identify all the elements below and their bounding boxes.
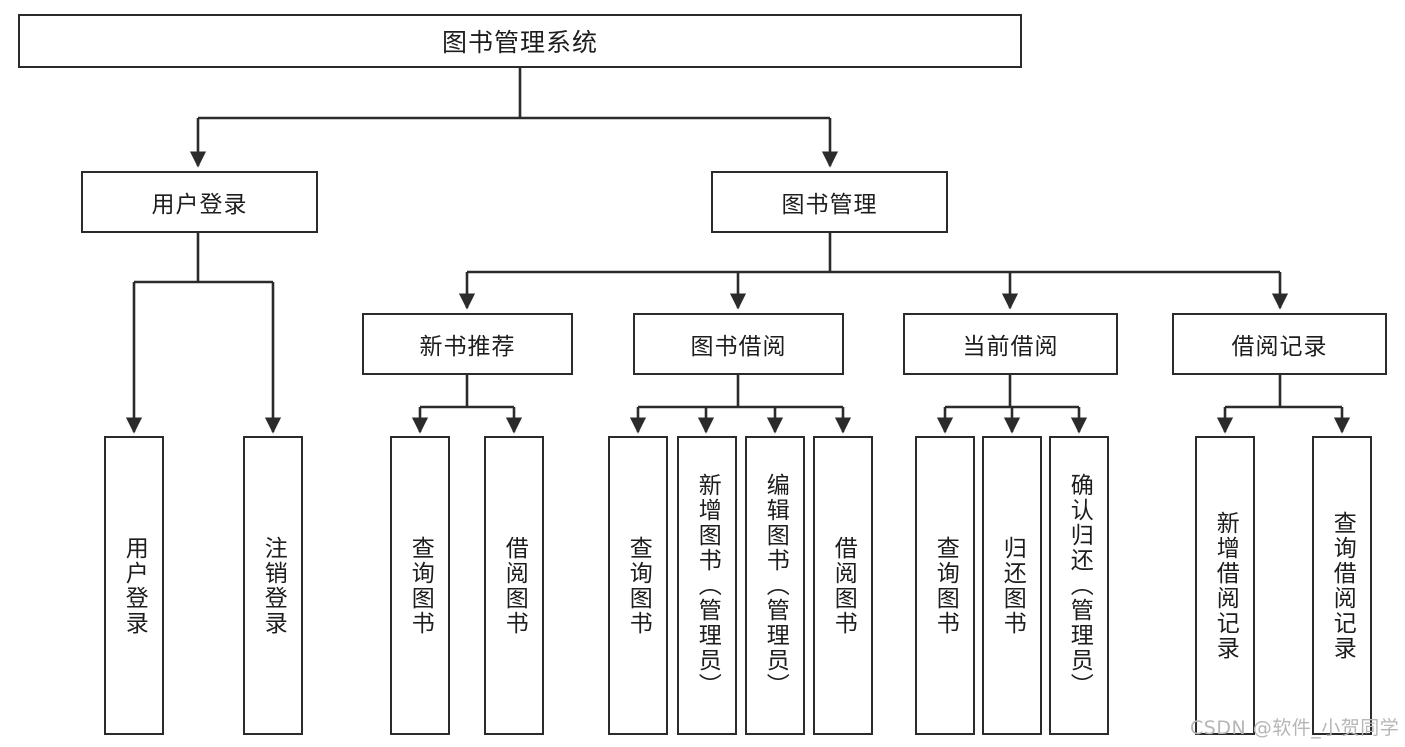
node-current-borrow[interactable]: 当前借阅	[903, 313, 1118, 375]
node-leaf-query-book-recommend-label: 查询图书	[407, 535, 434, 636]
node-leaf-add-book-admin[interactable]: 新增图书（管理员）	[677, 436, 737, 735]
watermark: CSDN @软件_小贺同学	[1190, 717, 1400, 739]
node-leaf-add-book-admin-label: 新增图书（管理员）	[694, 473, 721, 698]
node-leaf-query-book-borrow[interactable]: 查询图书	[608, 436, 668, 735]
node-leaf-add-borrow-record-label: 新增借阅记录	[1212, 510, 1239, 661]
node-leaf-borrow-book[interactable]: 借阅图书	[813, 436, 873, 735]
node-leaf-return-book[interactable]: 归还图书	[982, 436, 1042, 735]
node-leaf-query-book-current[interactable]: 查询图书	[915, 436, 975, 735]
node-user-login[interactable]: 用户登录	[81, 171, 318, 233]
node-leaf-edit-book-admin[interactable]: 编辑图书（管理员）	[745, 436, 805, 735]
node-leaf-logout-login[interactable]: 注销登录	[243, 436, 303, 735]
node-book-borrow-label: 图书借阅	[690, 334, 787, 360]
node-leaf-user-login[interactable]: 用户登录	[104, 436, 164, 735]
node-leaf-add-borrow-record[interactable]: 新增借阅记录	[1195, 436, 1255, 735]
node-root[interactable]: 图书管理系统	[18, 14, 1022, 68]
node-book-management[interactable]: 图书管理	[711, 171, 948, 233]
node-leaf-confirm-return-admin-label: 确认归还（管理员）	[1066, 473, 1093, 698]
node-leaf-user-login-label: 用户登录	[121, 535, 148, 636]
node-leaf-borrow-book-label: 借阅图书	[830, 535, 857, 636]
node-leaf-borrow-book-recommend-label: 借阅图书	[501, 535, 528, 636]
node-leaf-query-borrow-record[interactable]: 查询借阅记录	[1312, 436, 1372, 735]
node-leaf-query-book-recommend[interactable]: 查询图书	[390, 436, 450, 735]
node-leaf-return-book-label: 归还图书	[999, 535, 1026, 636]
node-current-borrow-label: 当前借阅	[962, 334, 1059, 360]
node-leaf-query-borrow-record-label: 查询借阅记录	[1329, 510, 1356, 661]
node-new-book-recommend-label: 新书推荐	[419, 334, 516, 360]
node-root-label: 图书管理系统	[441, 28, 598, 57]
node-new-book-recommend[interactable]: 新书推荐	[362, 313, 573, 375]
node-borrow-record-label: 借阅记录	[1231, 334, 1328, 360]
node-user-login-label: 用户登录	[151, 192, 248, 218]
node-leaf-confirm-return-admin[interactable]: 确认归还（管理员）	[1049, 436, 1109, 735]
node-book-borrow[interactable]: 图书借阅	[633, 313, 844, 375]
node-leaf-query-book-current-label: 查询图书	[932, 535, 959, 636]
node-book-management-label: 图书管理	[781, 192, 878, 218]
node-leaf-edit-book-admin-label: 编辑图书（管理员）	[762, 473, 789, 698]
node-leaf-borrow-book-recommend[interactable]: 借阅图书	[484, 436, 544, 735]
node-leaf-logout-login-label: 注销登录	[260, 535, 287, 636]
node-leaf-query-book-borrow-label: 查询图书	[625, 535, 652, 636]
node-borrow-record[interactable]: 借阅记录	[1172, 313, 1387, 375]
